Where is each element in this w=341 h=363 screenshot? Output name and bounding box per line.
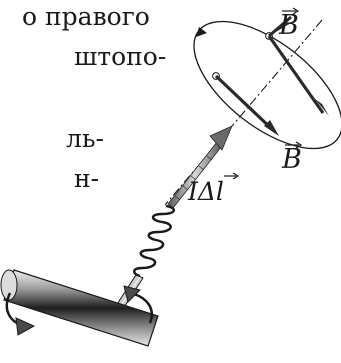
text-line-4: ль- bbox=[66, 124, 104, 153]
vec-arrowhead-dl bbox=[232, 172, 240, 180]
b-vector-bottom bbox=[214, 74, 276, 133]
text-line-5: н- bbox=[74, 164, 100, 193]
vec-arrowhead-b-top bbox=[292, 7, 300, 15]
label-b-bottom: B bbox=[281, 144, 302, 175]
text-line-1: о правого bbox=[22, 2, 150, 31]
b-vector-bottom-head bbox=[264, 120, 279, 136]
rotation-arrow-right bbox=[123, 285, 153, 324]
label-current-element: IΔl bbox=[187, 177, 224, 206]
field-line-direction-arrow bbox=[196, 27, 207, 37]
b-vector-top-upper bbox=[268, 15, 292, 38]
corkscrew-handle bbox=[0, 269, 159, 347]
b-vector-top-head bbox=[315, 99, 329, 116]
rotation-arrow-left bbox=[5, 292, 36, 336]
axis-dashdot bbox=[164, 19, 323, 206]
corkscrew-spiral bbox=[133, 204, 175, 278]
field-line-ellipse bbox=[193, 20, 341, 150]
b-vector-top bbox=[267, 35, 325, 114]
text-line-2: штопо- bbox=[74, 42, 167, 71]
label-b-top: B bbox=[278, 10, 299, 41]
vec-arrowhead-b-bottom bbox=[295, 141, 303, 149]
